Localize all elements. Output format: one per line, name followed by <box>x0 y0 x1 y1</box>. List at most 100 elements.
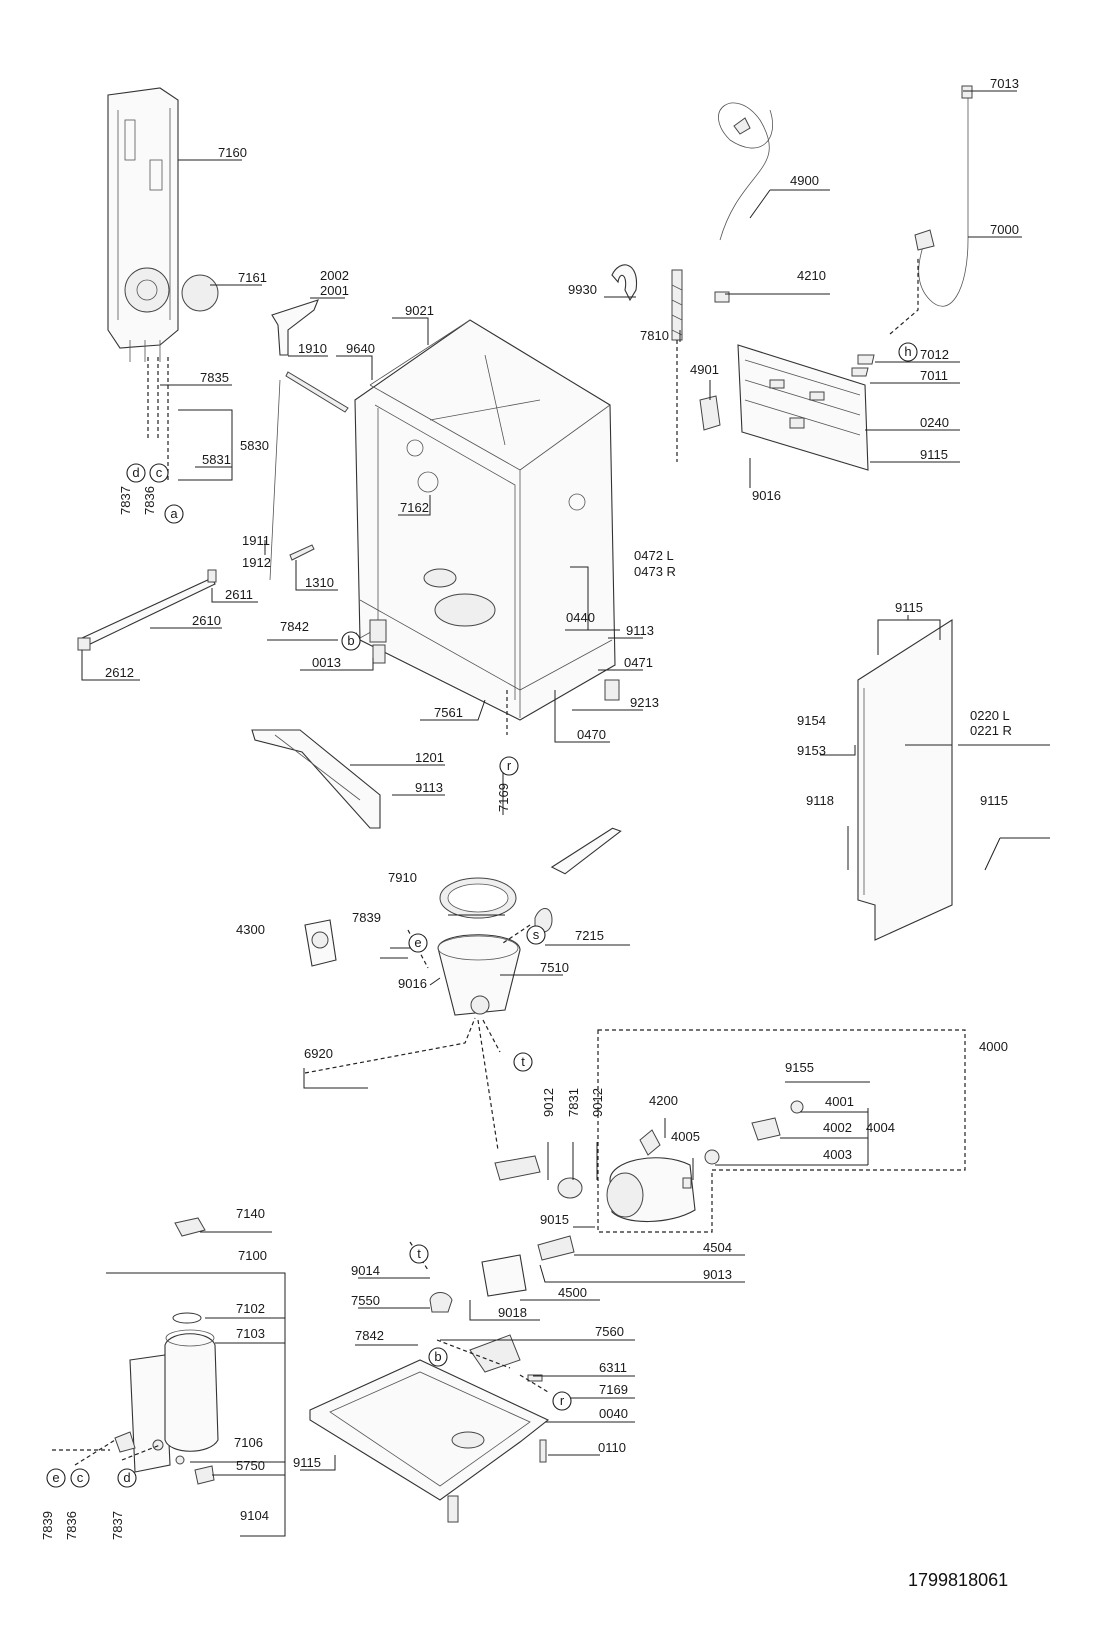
part-label: 9118 <box>806 793 834 808</box>
part-label: 7561 <box>434 705 463 720</box>
gasket-drawing <box>269 371 349 581</box>
part-label: 7106 <box>234 1435 263 1450</box>
callout-t: t <box>521 1054 525 1069</box>
part-label: 4001 <box>825 1094 854 1109</box>
part-label: 7835 <box>200 370 229 385</box>
part-label: 7560 <box>595 1324 624 1339</box>
part-label: 4003 <box>823 1147 852 1162</box>
part-label: 7103 <box>236 1326 265 1341</box>
callout-t: t <box>417 1246 421 1261</box>
part-label: 7831 <box>566 1088 581 1117</box>
pump-drawing <box>429 1100 804 1313</box>
part-label: 4005 <box>671 1129 700 1144</box>
part-label: 7102 <box>236 1301 265 1316</box>
bracket-drawing <box>271 299 319 356</box>
part-label: 9012 <box>541 1088 556 1117</box>
part-label: 7810 <box>640 328 669 343</box>
part-label: 0040 <box>599 1406 628 1421</box>
callout-b: b <box>347 633 354 648</box>
part-label: 9640 <box>346 341 375 356</box>
callout-b: b <box>434 1349 441 1364</box>
part-label: 4000 <box>979 1039 1008 1054</box>
part-label: 7162 <box>400 500 429 515</box>
part-label: 7013 <box>990 76 1019 91</box>
part-label: 1912 <box>242 555 271 570</box>
part-label: 4210 <box>797 268 826 283</box>
part-label: 0240 <box>920 415 949 430</box>
sump-drawing <box>304 827 622 1016</box>
callout-s: s <box>533 927 540 942</box>
part-label: 9113 <box>626 623 654 638</box>
part-label: 1911 <box>242 533 270 548</box>
part-label: 7836 <box>64 1511 79 1540</box>
part-label: 9115 <box>895 600 923 615</box>
toe-bracket-drawing <box>251 729 381 829</box>
part-label: 0013 <box>312 655 341 670</box>
base-tray-drawing <box>309 1334 550 1523</box>
small-parts-drawing <box>611 264 730 462</box>
part-label: 9155 <box>785 1060 814 1075</box>
callout-r: r <box>560 1393 565 1408</box>
part-label: 9115 <box>980 793 1008 808</box>
part-label: 7837 <box>118 486 133 515</box>
part-label: 9015 <box>540 1212 569 1227</box>
part-label: 7215 <box>575 928 604 943</box>
part-label: 7836 <box>142 486 157 515</box>
part-label: 0472 L <box>634 548 674 563</box>
part-label: 4002 <box>823 1120 852 1135</box>
callout-d: d <box>132 465 139 480</box>
part-label: 0440 <box>566 610 595 625</box>
hose-drawing <box>718 85 973 307</box>
part-label: 7160 <box>218 145 247 160</box>
part-label: 9014 <box>351 1263 380 1278</box>
part-label: 9012 <box>590 1088 605 1117</box>
part-label: 9930 <box>568 282 597 297</box>
callout-e: e <box>52 1470 59 1485</box>
part-label: 9021 <box>405 303 434 318</box>
part-label: 2612 <box>105 665 134 680</box>
side-panel-drawing <box>857 618 953 941</box>
part-label: 7910 <box>388 870 417 885</box>
callout-h: h <box>904 344 911 359</box>
part-label: 0221 R <box>970 723 1012 738</box>
part-label: 7839 <box>40 1511 55 1540</box>
part-label: 2002 <box>320 268 349 283</box>
part-label: 7839 <box>352 910 381 925</box>
leader-lines <box>81 90 1050 1537</box>
part-label: 0110 <box>598 1440 626 1455</box>
part-label: 9115 <box>920 447 948 462</box>
part-label: 0471 <box>624 655 653 670</box>
callout-a: a <box>170 506 178 521</box>
part-label: 4900 <box>790 173 819 188</box>
part-label: 9154 <box>797 713 826 728</box>
part-label: 7510 <box>540 960 569 975</box>
part-label: 9153 <box>797 743 826 758</box>
part-label: 9016 <box>398 976 427 991</box>
part-label: 7161 <box>238 270 267 285</box>
callout-c: c <box>156 465 163 480</box>
document-number: 1799818061 <box>908 1570 1008 1590</box>
part-label: 2611 <box>225 587 253 602</box>
callout-c: c <box>77 1470 84 1485</box>
part-label: 9016 <box>752 488 781 503</box>
part-label: 7140 <box>236 1206 265 1221</box>
part-label: 7000 <box>990 222 1019 237</box>
part-label: 0470 <box>577 727 606 742</box>
part-label: 1910 <box>298 341 327 356</box>
part-label: 1310 <box>305 575 334 590</box>
part-label: 9018 <box>498 1305 527 1320</box>
part-label: 9213 <box>630 695 659 710</box>
air-break-drawing <box>107 87 219 362</box>
part-label: 9013 <box>703 1267 732 1282</box>
part-label: 9115 <box>293 1455 321 1470</box>
part-label: 5750 <box>236 1458 265 1473</box>
part-label: 7169 <box>599 1382 628 1397</box>
part-label: 7100 <box>238 1248 267 1263</box>
part-label: 4300 <box>236 922 265 937</box>
part-label: 1201 <box>415 750 444 765</box>
part-label: 5830 <box>240 438 269 453</box>
part-label: 7169 <box>496 783 511 812</box>
part-label: 6920 <box>304 1046 333 1061</box>
part-label: 7011 <box>920 368 948 383</box>
